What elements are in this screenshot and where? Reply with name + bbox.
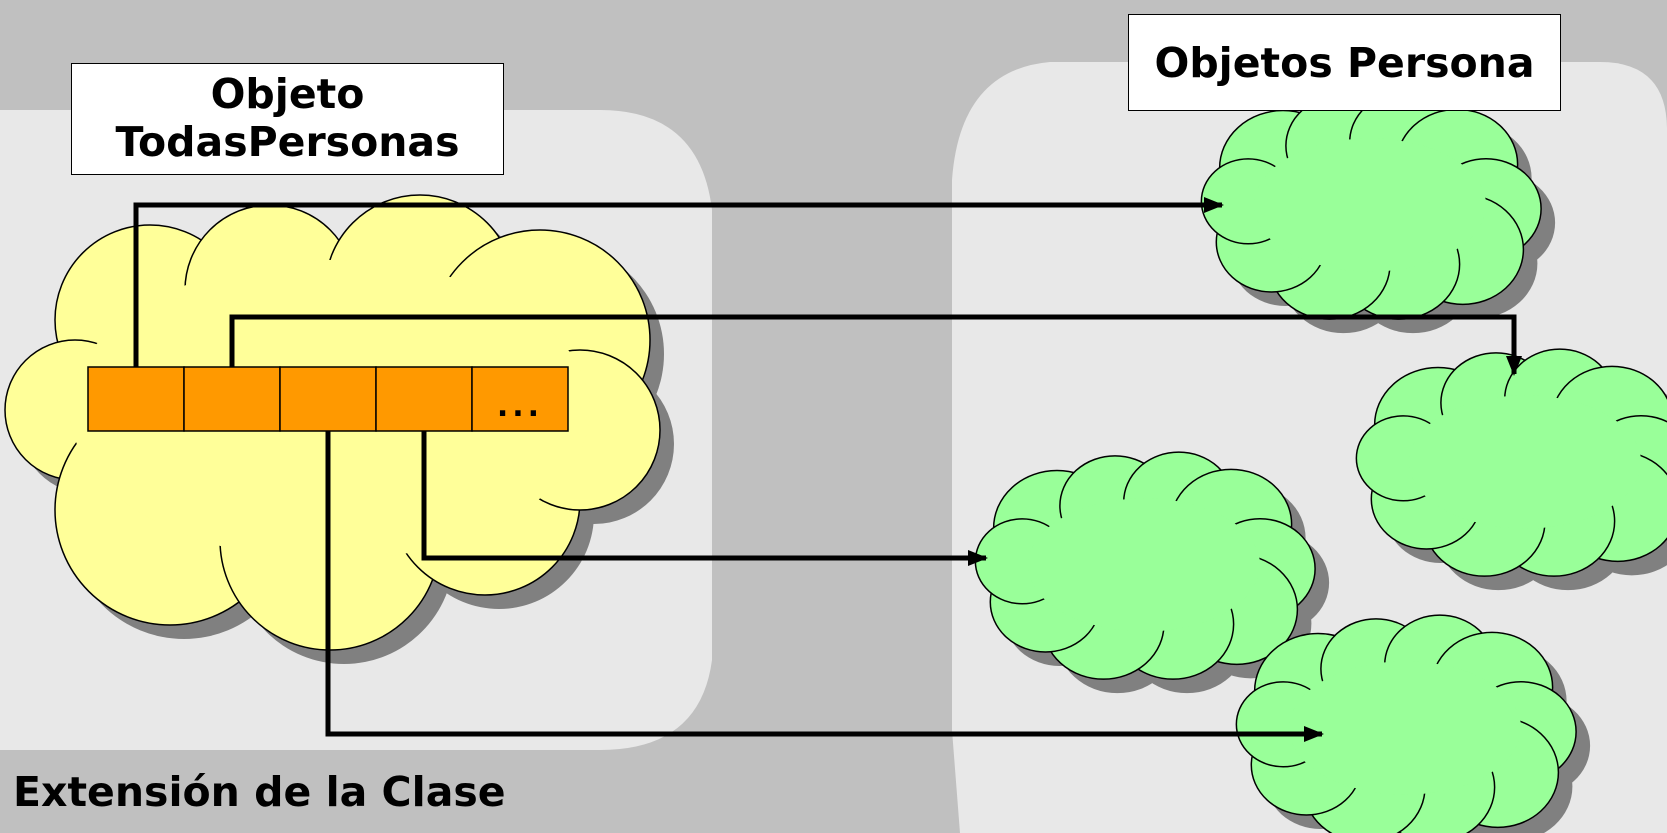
array-cell-4: [375, 366, 473, 432]
class-extension-caption: Extensión de la Clase: [13, 768, 506, 816]
array-cell-3: [279, 366, 377, 432]
person-object-cloud-4: [1235, 614, 1577, 833]
arrow-cell1-to-person1: [133, 197, 1224, 367]
all-persons-object-label: Objeto TodasPersonas: [71, 63, 504, 175]
person-object-cloud-2: [1355, 348, 1667, 577]
array-cell-1: [87, 366, 185, 432]
person-objects-label: Objetos Persona: [1128, 14, 1561, 111]
all-persons-object-label-line2: TodasPersonas: [115, 118, 460, 166]
all-persons-object-label-line1: Objeto: [210, 70, 365, 118]
array-ellipsis: ...: [496, 389, 544, 424]
arrow-cell4-to-person3: [421, 431, 988, 566]
arrow-cell2-to-person2: [229, 314, 1522, 376]
array: [87, 366, 569, 432]
array-cell-5: [471, 366, 569, 432]
array-cell-2: [183, 366, 281, 432]
person-object-cloud-3: [974, 451, 1316, 680]
person-object-cloud-1: [1200, 91, 1542, 320]
arrow-cell3-to-person4: [325, 431, 1324, 742]
